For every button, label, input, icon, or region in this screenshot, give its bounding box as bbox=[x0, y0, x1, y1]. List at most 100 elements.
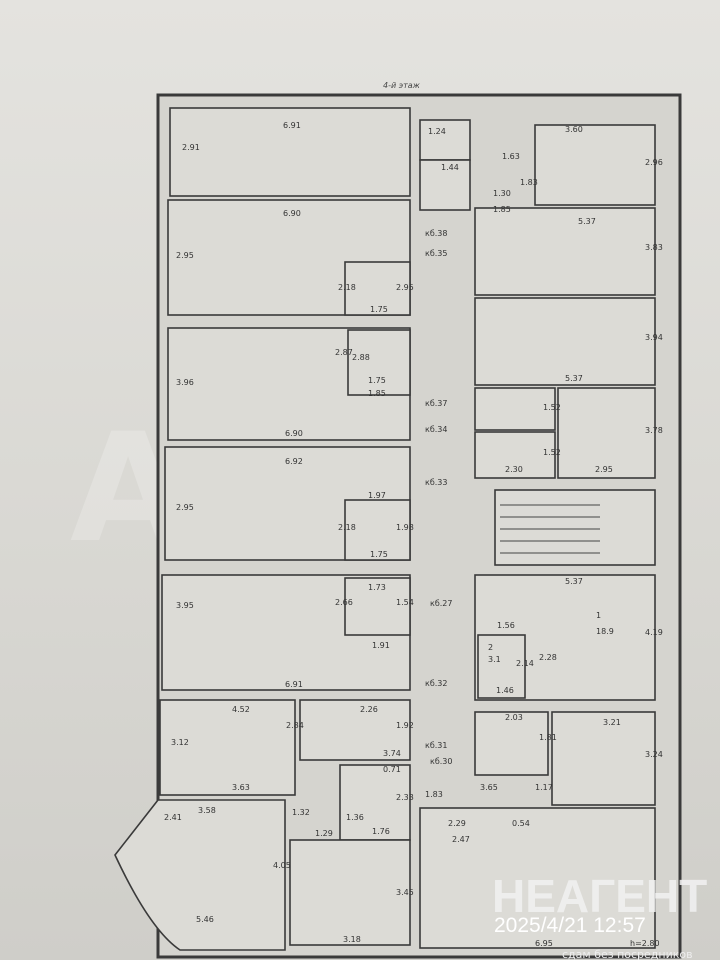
dimension-label: 3.60 bbox=[565, 125, 583, 134]
dimension-label: 1.29 bbox=[315, 829, 333, 838]
dimension-label: 1.85 bbox=[368, 389, 386, 398]
dimension-label: 3.83 bbox=[645, 243, 663, 252]
dimension-label: 5.46 bbox=[196, 915, 214, 924]
dimension-label: кб.30 bbox=[430, 757, 453, 766]
dimension-label: 2.66 bbox=[335, 598, 353, 607]
dimension-label: 2.18 bbox=[338, 523, 356, 532]
dimension-label: 6.90 bbox=[285, 429, 303, 438]
dimension-label: 3.96 bbox=[176, 378, 194, 387]
dimension-label: 1.30 bbox=[493, 189, 511, 198]
dimension-label: 6.92 bbox=[285, 457, 303, 466]
dimension-label: 1.83 bbox=[520, 178, 538, 187]
room bbox=[419, 119, 471, 161]
dimension-label: 2.03 bbox=[505, 713, 523, 722]
dimension-label: 3.95 bbox=[176, 601, 194, 610]
dimension-label: 2.95 bbox=[396, 283, 414, 292]
room bbox=[477, 634, 526, 699]
dimension-label: 1.73 bbox=[368, 583, 386, 592]
dimension-label: 6.95 bbox=[535, 939, 553, 948]
dimension-label: 1.52 bbox=[543, 403, 561, 412]
dimension-label: 2.33 bbox=[396, 793, 414, 802]
dimension-label: 3.58 bbox=[198, 806, 216, 815]
dimension-label: 1.75 bbox=[370, 305, 388, 314]
dimension-label: 1.97 bbox=[368, 491, 386, 500]
dimension-label: 1.54 bbox=[396, 598, 414, 607]
room bbox=[551, 711, 656, 806]
dimension-label: 3.12 bbox=[171, 738, 189, 747]
room bbox=[474, 711, 549, 776]
room bbox=[344, 499, 411, 561]
dimension-label: 2.95 bbox=[176, 251, 194, 260]
dimension-label: кб.32 bbox=[425, 679, 448, 688]
room bbox=[474, 207, 656, 296]
dimension-label: 1.81 bbox=[539, 733, 557, 742]
dimension-label: 2.96 bbox=[645, 158, 663, 167]
dimension-label: 5.37 bbox=[565, 374, 583, 383]
dimension-label: 2.14 bbox=[516, 659, 534, 668]
dimension-label: 4.19 bbox=[645, 628, 663, 637]
dimension-label: кб.33 bbox=[425, 478, 448, 487]
dimension-label: 2.84 bbox=[286, 721, 304, 730]
dimension-label: кб.27 bbox=[430, 599, 453, 608]
dimension-label: 2.28 bbox=[539, 653, 557, 662]
room bbox=[474, 387, 556, 431]
dimension-label: 1.46 bbox=[496, 686, 514, 695]
room bbox=[159, 699, 296, 796]
dimension-label: кб.38 bbox=[425, 229, 448, 238]
dimension-label: 6.91 bbox=[285, 680, 303, 689]
dimension-label: 2.95 bbox=[595, 465, 613, 474]
dimension-label: 18.9 bbox=[596, 627, 614, 636]
room bbox=[169, 107, 411, 197]
dimension-label: 1 bbox=[596, 611, 601, 620]
dimension-label: 6.90 bbox=[283, 209, 301, 218]
dimension-label: кб.35 bbox=[425, 249, 448, 258]
dimension-label: 2.18 bbox=[338, 283, 356, 292]
dimension-label: кб.37 bbox=[425, 399, 448, 408]
dimension-label: 2.88 bbox=[352, 353, 370, 362]
dimension-label: 1.63 bbox=[502, 152, 520, 161]
dimension-label: 2.47 bbox=[452, 835, 470, 844]
dimension-label: кб.34 bbox=[425, 425, 448, 434]
dimension-label: 3.24 bbox=[645, 750, 663, 759]
dimension-label: 1.56 bbox=[497, 621, 515, 630]
dimension-label: 2.30 bbox=[505, 465, 523, 474]
room bbox=[557, 387, 656, 479]
dimension-label: 1.91 bbox=[372, 641, 390, 650]
dimension-label: 3.18 bbox=[343, 935, 361, 944]
dimension-label: 1.17 bbox=[535, 783, 553, 792]
dimension-label: 3.1 bbox=[488, 655, 501, 664]
dimension-label: 4.05 bbox=[273, 861, 291, 870]
room bbox=[419, 807, 656, 949]
room bbox=[289, 839, 411, 946]
room bbox=[344, 577, 411, 636]
neagent-watermark: НЕАГЕНТ bbox=[492, 870, 707, 922]
dimension-label: 1.36 bbox=[346, 813, 364, 822]
dimension-label: 1.92 bbox=[396, 721, 414, 730]
dimension-label: 1.32 bbox=[292, 808, 310, 817]
room bbox=[534, 124, 656, 206]
dimension-label: 5.37 bbox=[565, 577, 583, 586]
dimension-label: h=2.80 bbox=[630, 939, 660, 948]
dimension-label: 6.91 bbox=[283, 121, 301, 130]
dimension-label: 1.98 bbox=[396, 523, 414, 532]
dimension-label: 1.85 bbox=[493, 205, 511, 214]
dimension-label: 1.24 bbox=[428, 127, 446, 136]
dimension-label: 1.44 bbox=[441, 163, 459, 172]
room bbox=[474, 297, 656, 386]
rooms bbox=[114, 93, 682, 959]
dimension-label: 3.65 bbox=[480, 783, 498, 792]
dimension-label: 1.83 bbox=[425, 790, 443, 799]
dimension-label: 1.52 bbox=[543, 448, 561, 457]
bay-window-room bbox=[114, 799, 286, 951]
plan-title: 4-й этаж bbox=[383, 81, 421, 90]
dimension-label: 2.87 bbox=[335, 348, 353, 357]
dimension-label: 0.71 bbox=[383, 765, 401, 774]
room bbox=[494, 489, 656, 566]
photo-timestamp: 2025/4/21 12:57 bbox=[494, 914, 646, 937]
room bbox=[299, 699, 411, 761]
room bbox=[419, 159, 471, 211]
dimension-label: 5.37 bbox=[578, 217, 596, 226]
room bbox=[347, 329, 411, 396]
dimension-label: 1.76 bbox=[372, 827, 390, 836]
